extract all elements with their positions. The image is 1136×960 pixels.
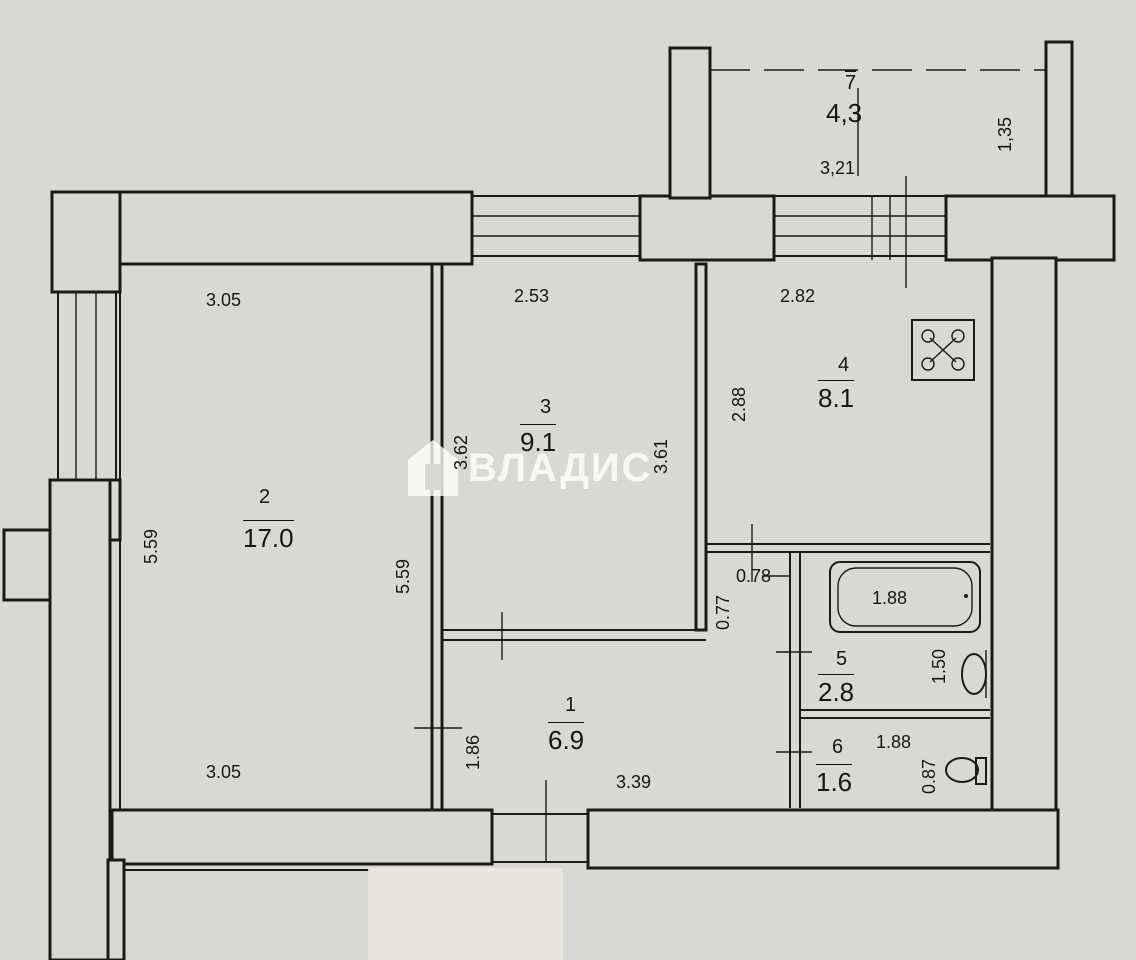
dim-room4-left: 2.88 [729, 386, 750, 423]
dim-room3-right: 3.61 [651, 438, 672, 475]
room-5-area: 2.8 [818, 674, 855, 708]
dim-room2-right: 5.59 [393, 558, 414, 595]
dim-wc-width: 1.88 [876, 732, 912, 752]
room-4-number: 4 [838, 354, 850, 376]
toilet-icon [945, 757, 987, 785]
paper-patch [368, 868, 563, 960]
dim-room2-left: 5.59 [141, 528, 162, 565]
interior-walls [119, 262, 990, 812]
watermark-text: ВЛАДИС [468, 445, 653, 490]
room-7-area: 4,3 [826, 98, 863, 128]
dim-bath-height: 1.50 [929, 648, 950, 685]
room-3-area: 9.1 [520, 424, 557, 458]
room-3-number: 3 [540, 396, 552, 418]
dim-wc-height: 0.87 [919, 758, 940, 795]
bathtub-icon [829, 561, 981, 633]
room-7-number: 7 [845, 72, 857, 94]
dim-room4-top: 2.82 [780, 286, 816, 306]
dim-corridor-small: 0.78 [736, 566, 772, 586]
room-1-area: 6.9 [548, 722, 585, 756]
dim-room7-height: 1,35 [995, 116, 1016, 153]
dim-room7-width: 3,21 [820, 158, 856, 178]
watermark: ВЛАДИС [408, 440, 652, 496]
dim-corridor-gap: 0.77 [713, 594, 734, 631]
dim-room1-bottom: 3.39 [616, 772, 652, 792]
room-1-number: 1 [565, 694, 577, 716]
dimension-lines [762, 88, 859, 577]
sink-icon [961, 650, 987, 698]
stove-icon [911, 319, 975, 381]
room-4-area: 8.1 [818, 380, 855, 414]
top-window-room3 [471, 195, 641, 257]
dim-room2-bottom: 3.05 [206, 762, 242, 782]
dim-room3-left: 3.62 [451, 434, 472, 471]
top-window-room4 [773, 176, 947, 288]
room-5-number: 5 [836, 648, 848, 670]
room-2-number: 2 [259, 486, 271, 508]
dim-room2-top: 3.05 [206, 290, 242, 310]
left-window [57, 291, 117, 481]
dim-bath-width: 1.88 [872, 588, 908, 608]
dim-room1-left: 1.86 [463, 734, 484, 771]
entrance-door [491, 780, 589, 863]
room-6-area: 1.6 [816, 764, 853, 798]
exterior-walls [2, 40, 1116, 960]
dim-room3-top: 2.53 [514, 286, 550, 306]
room-2-area: 17.0 [243, 520, 294, 554]
room-6-number: 6 [832, 736, 844, 758]
